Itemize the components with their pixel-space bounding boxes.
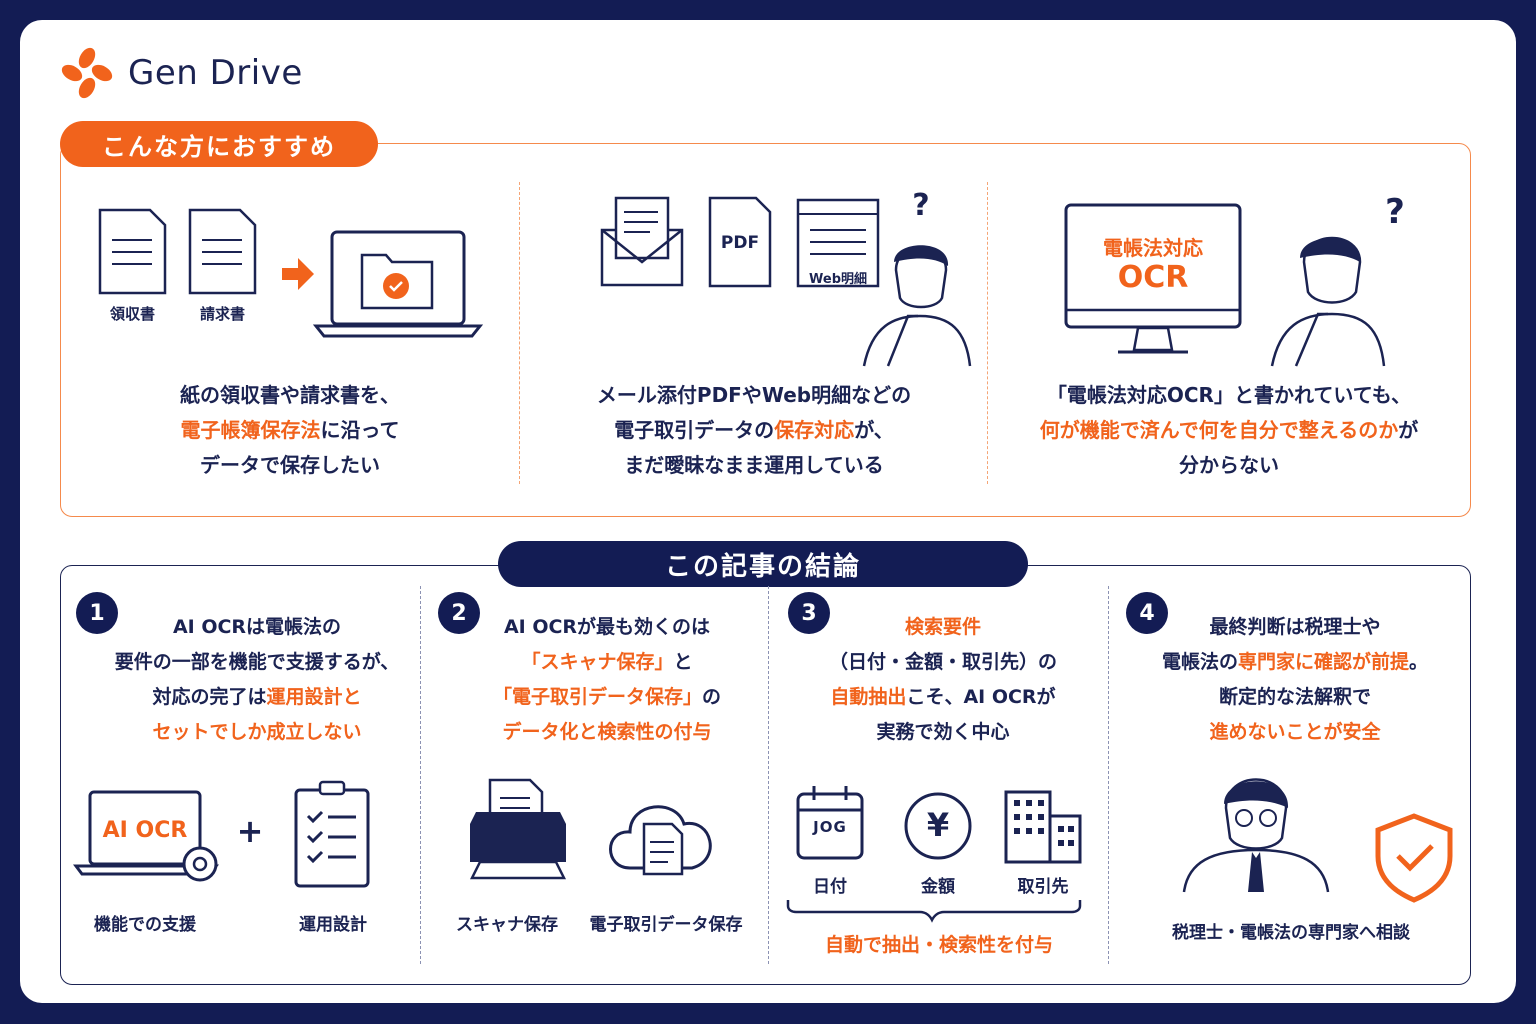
e-transaction-label: 電子取引データ保存 [589,915,743,935]
conclusion-item-4: 4 最終判断は税理士や 電帳法の専門家に確認が前提。 断定的な法解釈で 進めない… [1116,592,1466,962]
ocr-plus-checklist-illustration [73,780,370,888]
question-mark-icon: ? [1385,192,1405,232]
conclusion-item-1: 1 AI OCRは電帳法の 要件の一部を機能で支援するが、 対応の完了は運用設計… [70,592,416,962]
pdf-label: PDF [720,233,760,253]
invoice-label: 請求書 [199,305,245,323]
consult-expert-label: 税理士・電帳法の専門家へ相談 [1172,923,1410,943]
scanner-storage-label: スキャナ保存 [456,915,558,935]
receipt-label: 領収書 [109,305,155,323]
divider [420,586,421,964]
operation-design-label: 運用設計 [299,915,367,935]
vendor-label: 取引先 [1017,877,1069,897]
conclusion-item-2: 2 AI OCRが最も効くのは 「スキャナ保存」と 「電子取引データ保存」の デ… [430,592,764,962]
question-mark-icon: ? [912,188,930,223]
conclusion-tag: この記事の結論 [498,541,1028,587]
logo: Gen Drive [60,46,303,100]
recommend-col-3: 電帳法対応 OCR ? 「電帳法対応OCR」と書かれていても、 何が機能で済んで… [996,180,1462,490]
calendar-icon: JOG [813,818,847,836]
recommend-text-3: 「電帳法対応OCR」と書かれていても、 何が機能で済んで何を自分で整えるのかが … [1039,383,1419,477]
number-badge: 4 [1126,592,1168,634]
recommend-section [60,143,1471,517]
recommend-col-2: PDF Web明細 ? メール添付PDFやWeb明細などの 電子取引データの保存… [528,180,980,490]
date-label: 日付 [813,877,847,897]
plus-icon: + [236,812,264,850]
divider [519,182,520,484]
recommend-col-1: 領収書 請求書 紙の領収書や請求書を、 電子帳簿保存法に沿って データで保存した… [70,180,510,490]
conclusion-text-3: 検索要件 （日付・金額・取引先）の 自動抽出こそ、AI OCRが 実務で効く中心 [828,616,1057,743]
ai-ocr-screen-text: AI OCR [102,818,188,843]
conclusion-text-4: 最終判断は税理士や 電帳法の専門家に確認が前提。 断定的な法解釈で 進めないこと… [1161,616,1429,743]
mail-pdf-web-illustration [600,196,972,367]
expert-shield-illustration [1182,778,1453,903]
divider [768,586,769,964]
divider [987,182,988,484]
conclusion-item-3: 3 検索要件 （日付・金額・取引先）の 自動抽出こそ、AI OCRが 実務で効く… [776,592,1102,962]
divider [1108,586,1109,964]
recommend-text-2: メール添付PDFやWeb明細などの 電子取引データの保存対応が、 まだ曖昧なまま… [596,383,912,477]
number-badge: 2 [438,592,480,634]
web-statement-label: Web明細 [809,272,867,287]
number-badge: 3 [788,592,830,634]
conclusion-text-1: AI OCRは電帳法の 要件の一部を機能で支援するが、 対応の完了は運用設計と … [114,616,400,743]
recommend-tag: こんな方におすすめ [60,121,378,167]
number-badge: 1 [76,592,118,634]
ocr-screen-text: OCR [1117,260,1189,295]
amount-label: 金額 [921,877,955,897]
recommend-text-1: 紙の領収書や請求書を、 電子帳簿保存法に沿って データで保存したい [180,383,400,477]
yen-icon: ¥ [926,806,950,844]
ocr-screen-title: 電帳法対応 [1103,236,1203,260]
function-support-label: 機能での支援 [94,915,196,935]
date-amount-vendor-illustration [786,786,1082,923]
brand-name: Gen Drive [128,53,303,93]
auto-extract-label: 自動で抽出・検索性を付与 [824,934,1053,956]
scanner-cloud-illustration [469,778,712,880]
conclusion-text-2: AI OCRが最も効くのは 「スキャナ保存」と 「電子取引データ保存」の データ… [492,616,722,743]
paper-to-laptop-illustration [98,208,484,338]
ocr-monitor-illustration [1064,203,1386,367]
gen-drive-logo-icon [61,47,113,99]
